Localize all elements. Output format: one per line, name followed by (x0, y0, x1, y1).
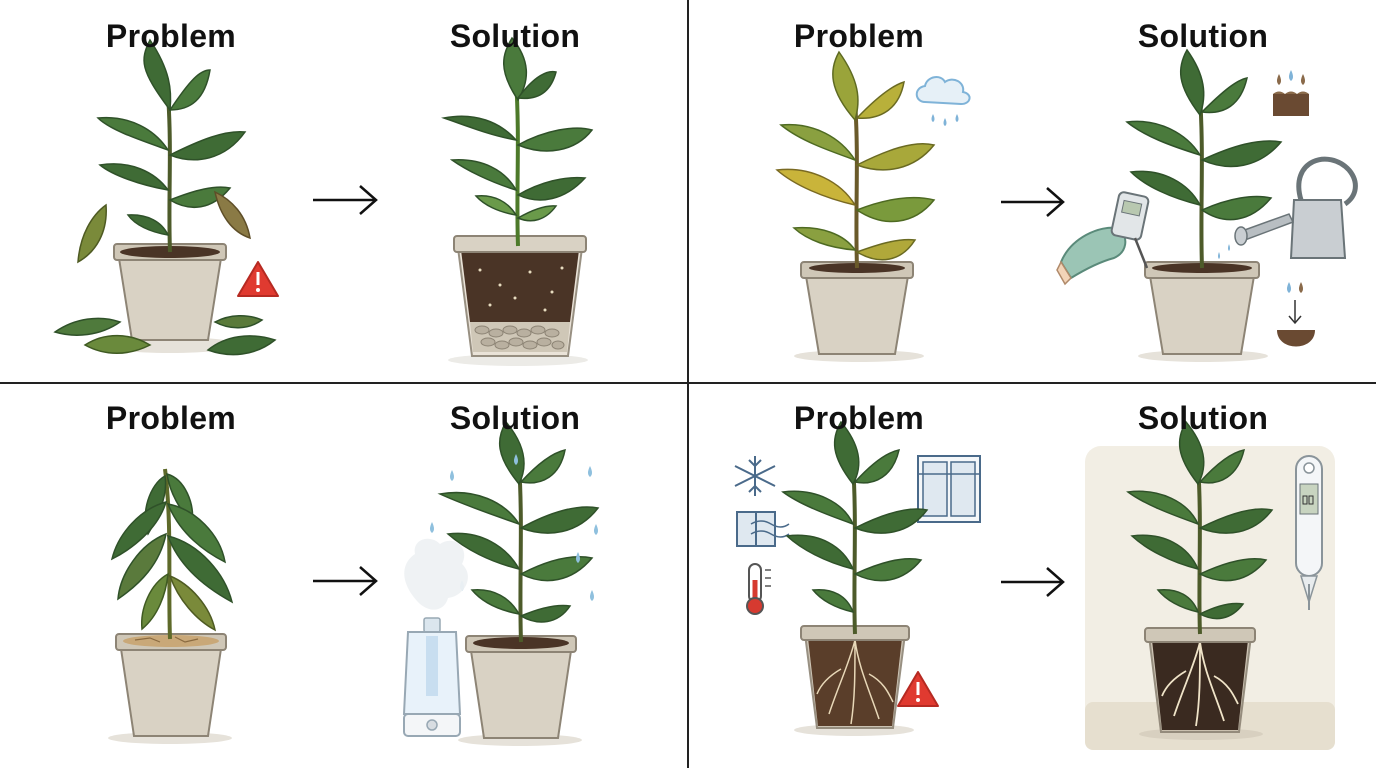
warning-icon (897, 671, 939, 707)
arrow-icon (313, 185, 378, 215)
snowflake-icon (734, 456, 776, 496)
solution-label: Solution (449, 400, 581, 436)
drainage-layer (470, 322, 570, 352)
arrow-icon (1001, 187, 1065, 217)
solution-side (1085, 420, 1335, 750)
problem-plant (108, 468, 234, 744)
panel-cold-drafts: Problem Solution (689, 384, 1376, 766)
thermometer-icon (746, 563, 771, 615)
panel-yellow-leaves-art (775, 48, 1358, 362)
humidifier-icon (402, 538, 468, 737)
solution-label: Solution (1137, 400, 1269, 436)
problem-label: Problem (793, 400, 925, 436)
panel-drooping: Problem Solution (0, 384, 687, 766)
solution-plant (441, 36, 594, 366)
soil-moisture-meter (1056, 191, 1150, 286)
problem-side (734, 420, 981, 736)
arrow-icon (313, 566, 378, 596)
draft-icon (736, 511, 790, 547)
dry-cracked-soil (123, 635, 219, 647)
horizontal-divider (0, 382, 1376, 384)
warning-icon (237, 261, 279, 297)
solution-label: Solution (449, 18, 581, 54)
problem-plant (53, 38, 279, 356)
panel-cold-drafts-art (734, 420, 1335, 750)
panel-yellow-leaves: Problem Solution (689, 0, 1376, 382)
problem-label: Problem (793, 18, 925, 54)
panel-drooping-art (108, 420, 600, 746)
solution-label: Solution (1137, 18, 1269, 54)
problem-plant (775, 50, 971, 362)
panel-leaf-drop: Problem Solution (0, 0, 687, 382)
arrow-icon (1001, 567, 1065, 597)
watering-can-icon (1218, 156, 1358, 259)
vertical-divider (687, 0, 689, 768)
window-icon (917, 455, 981, 523)
solution-plant (1056, 48, 1358, 362)
thermometer-icon (1295, 455, 1323, 610)
problem-label: Problem (105, 18, 237, 54)
solution-plant (402, 420, 600, 746)
water-drops-icon (430, 454, 598, 601)
nutrient-drops-icon (1273, 70, 1315, 347)
problem-label: Problem (105, 400, 237, 436)
rain-cloud-icon (915, 76, 971, 126)
panel-leaf-drop-art (53, 36, 594, 366)
